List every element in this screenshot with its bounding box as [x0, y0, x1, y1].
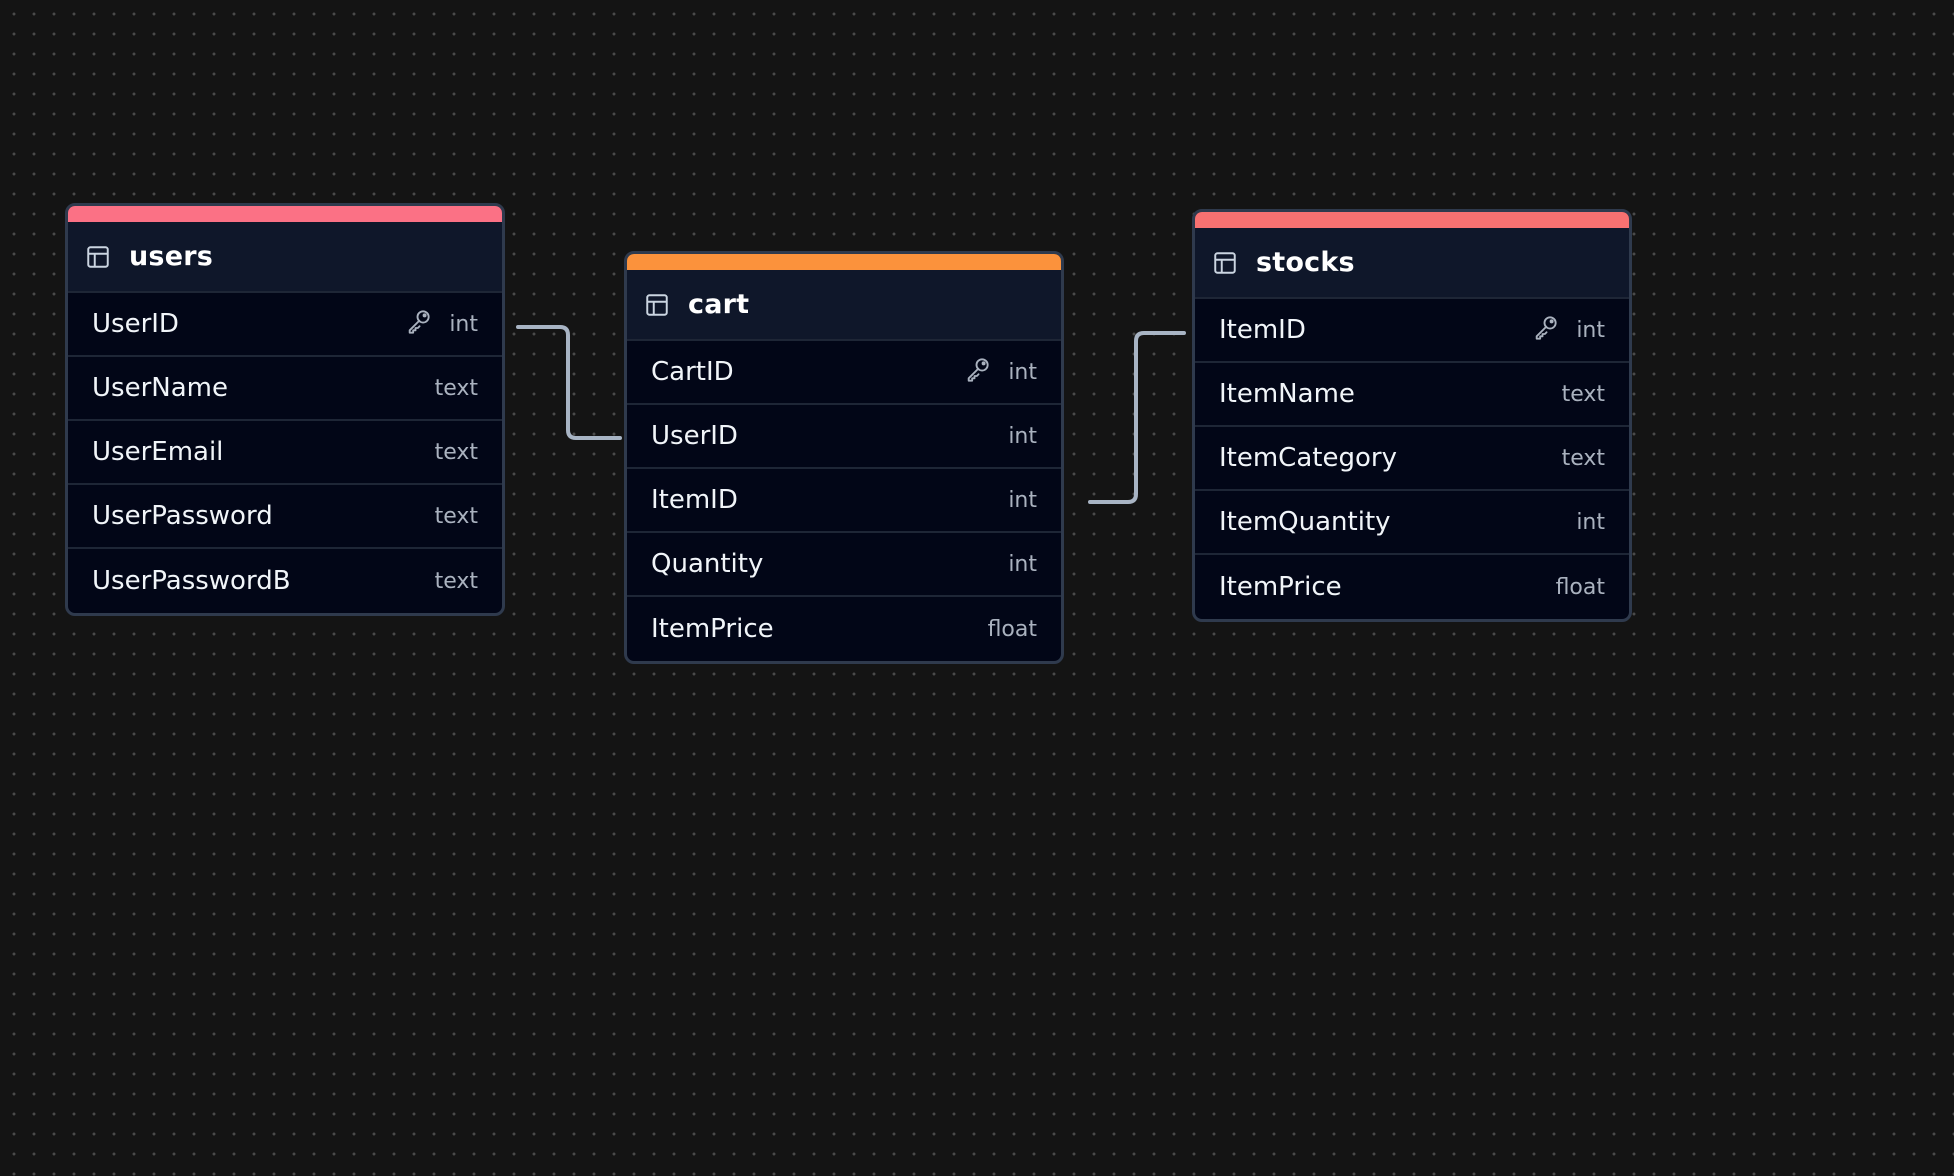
field-type: text — [1561, 381, 1605, 407]
key-icon — [964, 355, 992, 383]
table-accent-bar — [1195, 212, 1629, 228]
field-name: UserID — [92, 309, 179, 339]
table-name: cart — [688, 289, 750, 320]
table-accent-bar — [627, 254, 1061, 270]
field-type: int — [1576, 509, 1605, 535]
field-type: int — [1008, 423, 1037, 449]
field-name: UserPasswordB — [92, 566, 291, 596]
field-name: ItemPrice — [1219, 572, 1342, 602]
table-grid-icon — [1212, 250, 1238, 276]
table-name: users — [129, 241, 213, 272]
table-header[interactable]: stocks — [1195, 228, 1629, 299]
table-stocks[interactable]: stocks ItemID int ItemName text ItemCate… — [1192, 209, 1632, 622]
field-row-itemid[interactable]: ItemID int — [1195, 299, 1629, 363]
field-row-userpasswordb[interactable]: UserPasswordB text — [68, 549, 502, 613]
field-name: UserPassword — [92, 501, 273, 531]
field-row-itemprice[interactable]: ItemPrice float — [1195, 555, 1629, 619]
field-name: ItemPrice — [651, 614, 774, 644]
key-icon — [1532, 313, 1560, 341]
field-name: ItemName — [1219, 379, 1355, 409]
table-grid-icon — [85, 244, 111, 270]
field-name: UserName — [92, 373, 228, 403]
field-row-quantity[interactable]: Quantity int — [627, 533, 1061, 597]
field-type: int — [1576, 317, 1605, 343]
field-name: ItemID — [651, 485, 738, 515]
field-type: int — [1008, 359, 1037, 385]
table-header[interactable]: users — [68, 222, 502, 293]
field-type: int — [449, 311, 478, 337]
field-row-itemname[interactable]: ItemName text — [1195, 363, 1629, 427]
field-name: Quantity — [651, 549, 764, 579]
field-row-itemprice[interactable]: ItemPrice float — [627, 597, 1061, 661]
field-type: float — [1555, 574, 1605, 600]
table-header[interactable]: cart — [627, 270, 1061, 341]
field-row-itemcategory[interactable]: ItemCategory text — [1195, 427, 1629, 491]
table-name: stocks — [1256, 247, 1355, 278]
field-name: ItemQuantity — [1219, 507, 1391, 537]
relationship-cart-stocks[interactable] — [1088, 331, 1186, 504]
table-accent-bar — [68, 206, 502, 222]
field-row-userid[interactable]: UserID int — [627, 405, 1061, 469]
field-type: text — [434, 568, 478, 594]
field-name: UserID — [651, 421, 738, 451]
field-name: ItemCategory — [1219, 443, 1397, 473]
field-row-useremail[interactable]: UserEmail text — [68, 421, 502, 485]
field-type: int — [1008, 551, 1037, 577]
field-row-itemid[interactable]: ItemID int — [627, 469, 1061, 533]
field-name: ItemID — [1219, 315, 1306, 345]
field-type: text — [1561, 445, 1605, 471]
field-row-userpassword[interactable]: UserPassword text — [68, 485, 502, 549]
field-row-userid[interactable]: UserID int — [68, 293, 502, 357]
table-grid-icon — [644, 292, 670, 318]
field-row-itemquantity[interactable]: ItemQuantity int — [1195, 491, 1629, 555]
table-users[interactable]: users UserID int UserName text UserEmail… — [65, 203, 505, 616]
field-type: text — [434, 503, 478, 529]
field-name: CartID — [651, 357, 734, 387]
field-row-username[interactable]: UserName text — [68, 357, 502, 421]
field-type: int — [1008, 487, 1037, 513]
relationship-users-cart[interactable] — [516, 325, 622, 440]
key-icon — [405, 307, 433, 335]
field-type: text — [434, 375, 478, 401]
field-row-cartid[interactable]: CartID int — [627, 341, 1061, 405]
field-name: UserEmail — [92, 437, 224, 467]
table-cart[interactable]: cart CartID int UserID int ItemID int Qu… — [624, 251, 1064, 664]
field-type: float — [987, 616, 1037, 642]
field-type: text — [434, 439, 478, 465]
